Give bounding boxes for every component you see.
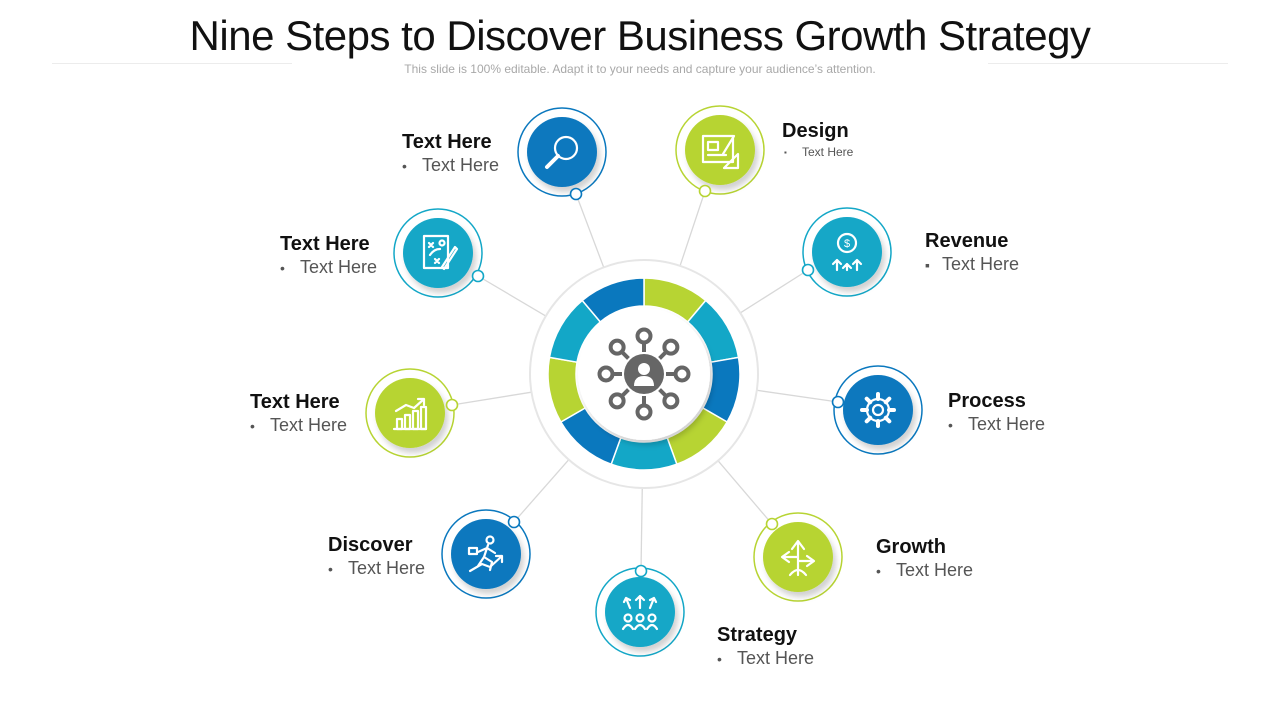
- step-node-3: $: [801, 207, 892, 297]
- hub-ring-segment: [581, 277, 645, 323]
- step-heading: Process: [948, 390, 1026, 412]
- connector-line: [575, 193, 605, 268]
- step-heading: Text Here: [402, 131, 492, 153]
- team-strategy-icon: [621, 594, 659, 631]
- step-label-discover: Discover •Text Here: [328, 533, 425, 580]
- step-text: ▪Text Here: [925, 254, 1020, 274]
- step-text: •Text Here: [328, 558, 426, 578]
- connector-dot: [831, 395, 845, 409]
- step-node-6: [595, 564, 685, 657]
- connector-lines: [451, 190, 839, 572]
- step-node-disc: [527, 117, 597, 187]
- step-text: ▪Text Here: [784, 145, 854, 159]
- connector-line: [513, 459, 570, 523]
- connector-line: [451, 391, 532, 406]
- step-node-disc: [843, 375, 913, 445]
- connector-line: [717, 460, 773, 525]
- connector-line: [477, 275, 547, 317]
- connector-line: [679, 190, 706, 267]
- step-node-5: [753, 512, 843, 602]
- network-people-icon: [597, 327, 691, 421]
- tactics-plan-icon: [422, 234, 459, 271]
- step-node-9: [393, 208, 485, 298]
- step-label-8: Text Here •Text Here: [250, 390, 347, 437]
- step-label-9: Text Here •Text Here: [280, 232, 377, 279]
- step-label-strategy: Strategy •Text Here: [717, 623, 814, 670]
- magnifier-icon: [545, 135, 579, 169]
- step-node-disc: [403, 218, 473, 288]
- connector-line: [756, 389, 839, 403]
- step-text: •Text Here: [250, 415, 348, 435]
- page-subtitle: This slide is 100% editable. Adapt it to…: [404, 62, 876, 76]
- connector-dot: [445, 398, 459, 412]
- title-rule-left: [52, 63, 292, 64]
- step-heading: Text Here: [280, 233, 370, 255]
- step-node-4: [831, 365, 923, 455]
- step-label-design: Design ▪Text Here: [782, 119, 853, 162]
- hub-ring-segment: [610, 436, 678, 471]
- step-label-growth: Growth •Text Here: [876, 535, 973, 582]
- step-text: •Text Here: [876, 560, 974, 580]
- businessman-running-icon: [467, 535, 504, 573]
- blueprint-icon: [701, 134, 740, 170]
- step-text: •Text Here: [280, 257, 378, 277]
- step-node-7: [441, 509, 531, 599]
- step-heading: Text Here: [250, 391, 340, 413]
- step-label-1: Text Here •Text Here: [402, 130, 499, 177]
- hub: [529, 259, 759, 489]
- svg-text:$: $: [844, 238, 850, 250]
- step-heading: Growth: [876, 536, 946, 558]
- step-text: •Text Here: [402, 155, 500, 175]
- step-node-8: [365, 368, 459, 458]
- step-node-1: [517, 107, 607, 201]
- step-heading: Discover: [328, 534, 413, 556]
- connector-dot: [507, 515, 521, 529]
- bar-chart-icon: [392, 397, 428, 431]
- step-label-revenue: Revenue ▪Text Here: [925, 229, 1019, 276]
- step-node-2: [675, 105, 765, 198]
- connector-line: [739, 269, 809, 314]
- gears-icon: [860, 392, 896, 428]
- step-heading: Strategy: [717, 624, 798, 646]
- step-node-disc: [685, 115, 755, 185]
- connector-dot: [801, 263, 815, 277]
- direction-arrows-icon: [780, 539, 816, 577]
- title-rule-right: [988, 63, 1228, 64]
- connector-dot: [569, 187, 583, 201]
- connector-dot: [634, 564, 648, 578]
- page-title: Nine Steps to Discover Business Growth S…: [189, 12, 1091, 59]
- step-text: •Text Here: [717, 648, 815, 668]
- step-heading: Revenue: [925, 230, 1009, 252]
- revenue-growth-icon: $: [831, 232, 863, 272]
- connector-line: [640, 487, 643, 572]
- step-nodes: $: [365, 105, 923, 657]
- connector-dot: [765, 517, 779, 531]
- step-text: •Text Here: [948, 414, 1046, 434]
- connector-dot: [698, 184, 712, 198]
- connector-dot: [471, 269, 485, 283]
- step-node-disc: [375, 378, 445, 448]
- step-heading: Design: [782, 120, 849, 142]
- step-node-disc: [605, 577, 675, 647]
- step-label-process: Process •Text Here: [948, 389, 1045, 436]
